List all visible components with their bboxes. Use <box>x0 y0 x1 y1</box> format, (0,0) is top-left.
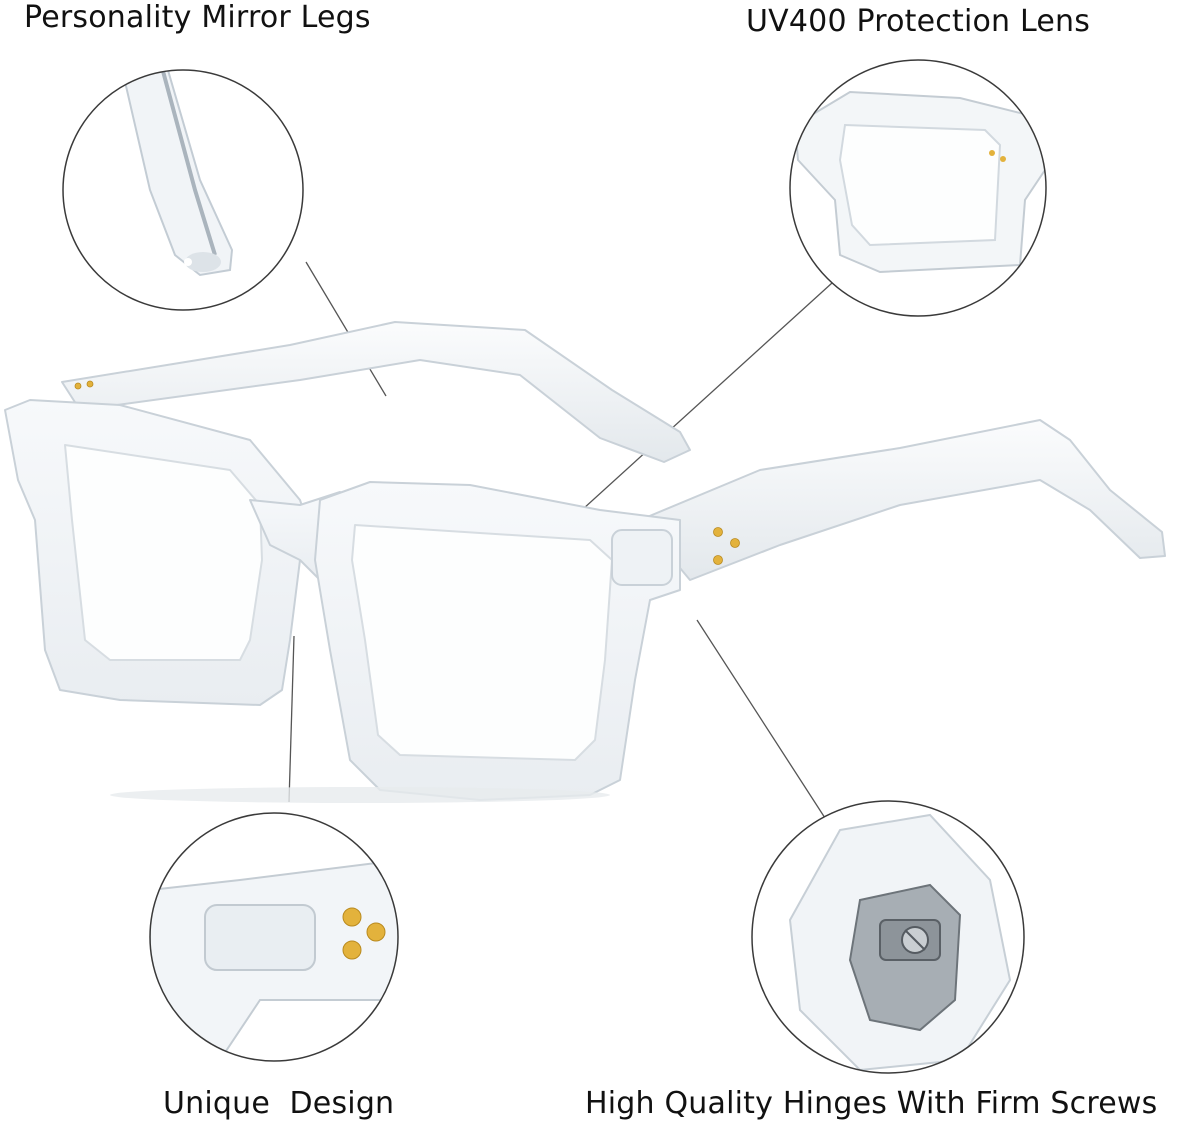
rivet-closeup <box>342 907 386 960</box>
callout-uv-lens <box>790 60 1046 316</box>
callout-circle-design <box>149 812 399 1062</box>
callout-mirror-legs <box>63 70 303 310</box>
caption-mirror-legs: Personality Mirror Legs <box>24 0 371 35</box>
callout-circle-legs <box>62 69 304 311</box>
caption-hinges: High Quality Hinges With Firm Screws <box>585 1086 1158 1121</box>
main-glasses <box>4 321 1166 801</box>
left-lens <box>64 444 263 661</box>
callout-circle-hinges <box>751 800 1025 1074</box>
front-hinge-block <box>611 529 673 586</box>
frame-shadow <box>110 787 610 803</box>
main-rivets <box>74 380 740 565</box>
caption-unique-design: Unique Design <box>163 1086 395 1121</box>
front-temple <box>639 419 1166 581</box>
leader-line-legs <box>305 261 387 397</box>
right-lens <box>351 524 613 761</box>
back-temple <box>61 321 691 463</box>
lens-closeup <box>838 123 1002 247</box>
leader-line-hinges <box>696 619 826 819</box>
leader-line-design <box>288 635 295 803</box>
callout-circle-lens <box>789 59 1047 317</box>
callout-hinges <box>752 801 1024 1073</box>
caption-uv-lens: UV400 Protection Lens <box>746 4 1091 39</box>
callout-unique-design <box>150 813 398 1061</box>
